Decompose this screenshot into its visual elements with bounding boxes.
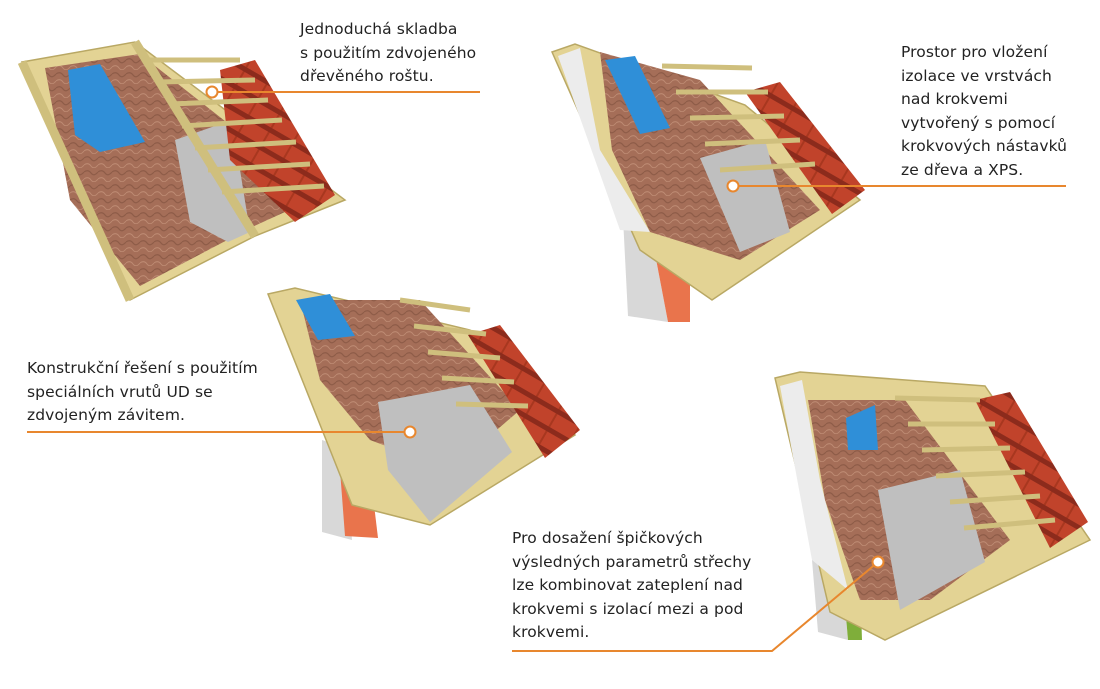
battens xyxy=(399,297,529,409)
battens xyxy=(894,395,1056,531)
battens xyxy=(145,57,325,195)
roof-tiles xyxy=(975,392,1088,548)
membrane xyxy=(378,385,512,522)
vapor-barrier xyxy=(605,56,670,134)
leader-1 xyxy=(205,85,480,99)
roof-section-1 xyxy=(17,39,347,302)
leader-4 xyxy=(512,555,885,652)
leader-2 xyxy=(726,179,1066,193)
leader-point-icon xyxy=(403,425,417,439)
battens xyxy=(661,63,816,173)
caption-combined-insulation: Pro dosažení špičkových výsledných param… xyxy=(512,529,752,641)
insulation-board xyxy=(780,380,848,590)
caption-ud-screws: Konstrukční řešení s použitím speciálníc… xyxy=(27,359,258,424)
leader-point-icon xyxy=(726,179,740,193)
caption-layered-insulation: Prostor pro vložení izolace ve vrstvách … xyxy=(901,43,1068,179)
roof-section-3 xyxy=(266,287,580,540)
vapor-barrier xyxy=(296,294,355,340)
vapor-barrier xyxy=(68,64,145,152)
membrane xyxy=(878,470,985,610)
leader-point-icon xyxy=(205,85,219,99)
roof-section-4 xyxy=(774,371,1092,641)
insulation-board xyxy=(558,48,650,232)
leader-lines xyxy=(27,85,1066,652)
caption-simple-structure: Jednoduchá skladba s použitím zdvojeného… xyxy=(300,20,477,85)
vapor-barrier xyxy=(846,405,878,450)
leader-3 xyxy=(27,425,417,439)
leader-point-icon xyxy=(871,555,885,569)
roof-section-2 xyxy=(550,43,865,322)
